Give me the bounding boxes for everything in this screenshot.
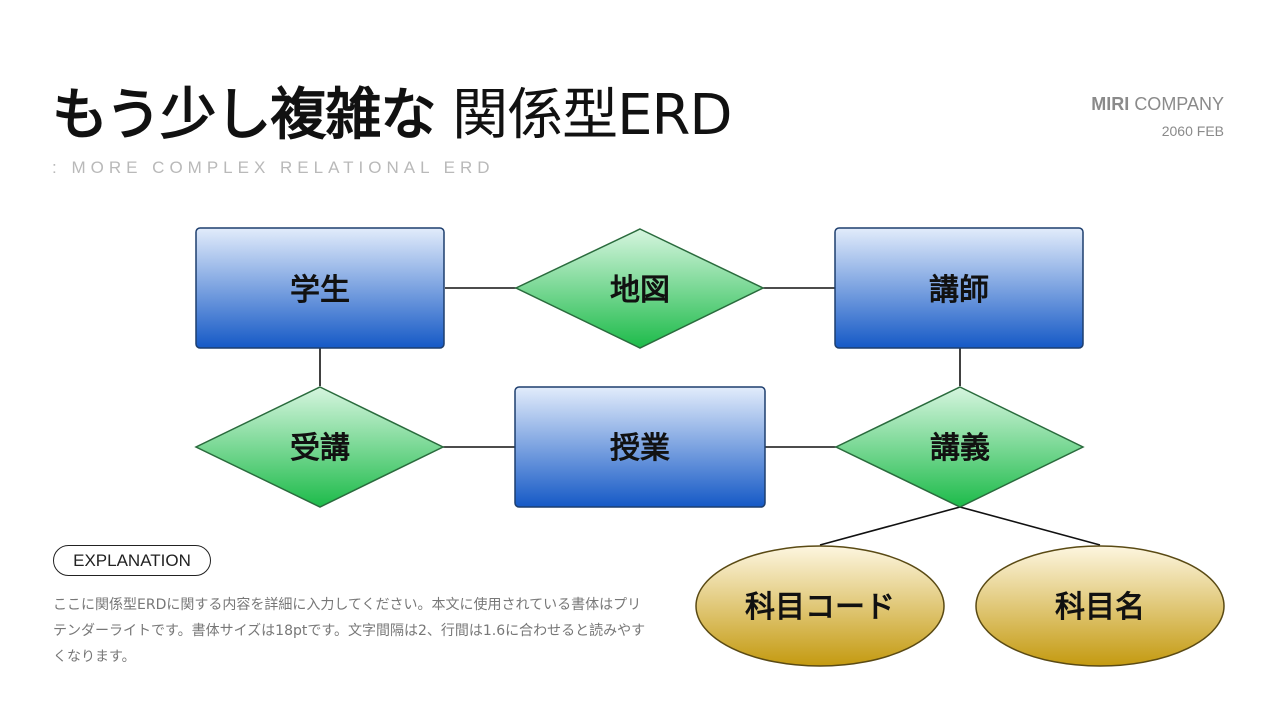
company-name-light: COMPANY [1134, 94, 1224, 114]
page-subtitle: : MORE COMPLEX RELATIONAL ERD [52, 158, 495, 177]
company-date: 2060 FEB [1161, 123, 1224, 139]
entity-class[interactable]: 授業 [514, 386, 766, 508]
relation-enroll-label: 受講 [290, 431, 350, 466]
entity-lecturer[interactable]: 講師 [834, 227, 1084, 349]
entity-student[interactable]: 学生 [195, 227, 445, 349]
page-title: もう少し複雑な 関係型ERD [52, 82, 733, 150]
entity-student-label: 学生 [290, 273, 350, 308]
explanation-badge: EXPLANATION [53, 545, 211, 576]
relation-map-label: 地図 [610, 273, 670, 308]
relation-map[interactable]: 地図 [514, 228, 765, 349]
entity-class-label: 授業 [610, 431, 670, 466]
attribute-subject-name-label: 科目名 [1055, 590, 1145, 625]
attribute-subject-name[interactable]: 科目名 [975, 545, 1225, 667]
title-light: 関係型ERD [452, 83, 732, 148]
company-name-bold: MIRI [1091, 94, 1130, 114]
relation-lecture-label: 講義 [930, 431, 990, 466]
entity-lecturer-label: 講師 [929, 273, 989, 308]
attribute-subject-code-label: 科目コード [745, 590, 895, 625]
relation-lecture[interactable]: 講義 [834, 386, 1085, 508]
attribute-subject-code[interactable]: 科目コード [695, 545, 945, 667]
relation-enroll[interactable]: 受講 [194, 386, 445, 508]
explanation-text: ここに関係型ERDに関する内容を詳細に入力してください。本文に使用されている書体… [53, 597, 646, 665]
connector-lines [319, 287, 1101, 546]
company-block: MIRI COMPANY 2060 FEB [1091, 93, 1224, 141]
title-bold: もう少し複雑な [52, 83, 436, 148]
